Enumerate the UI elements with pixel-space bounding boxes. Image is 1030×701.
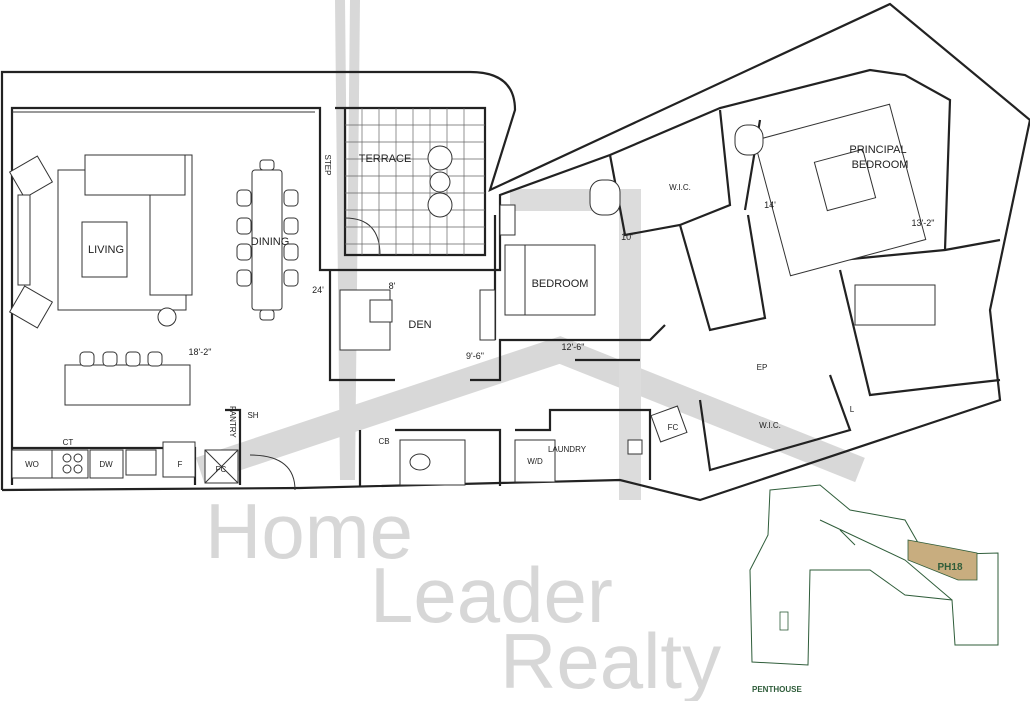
label-dining: DINING <box>251 236 290 248</box>
watermark: Home Leader Realty <box>195 0 865 701</box>
watermark-home: Home <box>205 487 413 575</box>
label-principal-2: BEDROOM <box>852 159 909 171</box>
label-f: F <box>178 460 183 469</box>
label-fc-2: FC <box>668 423 679 432</box>
keyplan-unit-label: PH18 <box>937 562 962 573</box>
watermark-realty: Realty <box>500 617 721 701</box>
kitchen <box>11 405 688 486</box>
room-labels: LIVING DINING TERRACE STEP DEN BEDROOM W… <box>25 144 908 474</box>
label-living: LIVING <box>88 244 124 256</box>
label-pantry: PANTRY <box>228 406 237 438</box>
terrace-tiles <box>345 108 485 255</box>
label-sh: SH <box>247 411 258 420</box>
keyplan-unit-highlight <box>907 539 978 581</box>
dim-principal-depth: 14' <box>764 200 776 210</box>
dim-living: 18'-2" <box>189 347 212 357</box>
label-principal-1: PRINCIPAL <box>849 144 906 156</box>
label-ep: EP <box>757 363 768 372</box>
label-dw: DW <box>99 460 113 469</box>
watermark-leader: Leader <box>370 551 613 639</box>
keyplan: PH18 PENTHOUSE <box>749 484 999 694</box>
label-wo: WO <box>25 460 39 469</box>
label-bedroom: BEDROOM <box>532 278 589 290</box>
label-fc-1: FC <box>216 465 227 474</box>
dimensions: 18'-2" 24' 8' 9'-6" 12'-6" 10' 14' 13'-2… <box>189 200 935 361</box>
label-cb: CB <box>378 437 389 446</box>
label-wic-1: W.I.C. <box>669 183 691 192</box>
label-laundry: LAUNDRY <box>548 445 587 454</box>
label-wic-2: W.I.C. <box>759 421 781 430</box>
label-terrace: TERRACE <box>359 153 412 165</box>
label-step: STEP <box>323 155 332 176</box>
label-l: L <box>850 405 855 414</box>
dim-principal-width: 13'-2" <box>912 218 935 228</box>
keyplan-level-label: PENTHOUSE <box>752 685 802 694</box>
dim-den-width: 9'-6" <box>466 351 484 361</box>
dim-bedroom-width: 12'-6" <box>562 342 585 352</box>
dim-bedroom-depth: 10' <box>621 232 633 242</box>
label-den: DEN <box>408 319 431 331</box>
dim-living-depth: 24' <box>312 285 324 295</box>
label-wd: W/D <box>527 457 543 466</box>
dim-den-depth: 8' <box>389 281 396 291</box>
furniture <box>8 103 936 406</box>
label-ct: CT <box>63 438 74 447</box>
